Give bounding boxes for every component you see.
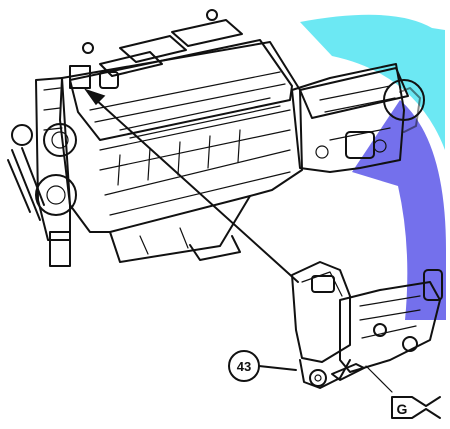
watermark-logo — [300, 14, 446, 320]
watermark-blue-arc — [352, 100, 446, 320]
exploded-view-arrow — [84, 88, 299, 283]
view-marker-letter: G — [397, 401, 408, 417]
callout-number: 43 — [237, 359, 251, 374]
component-part-43 — [291, 261, 443, 393]
callout-43: 43 — [228, 350, 297, 382]
view-marker-g: G — [391, 396, 441, 419]
watermark-cyan-arc — [300, 14, 445, 151]
